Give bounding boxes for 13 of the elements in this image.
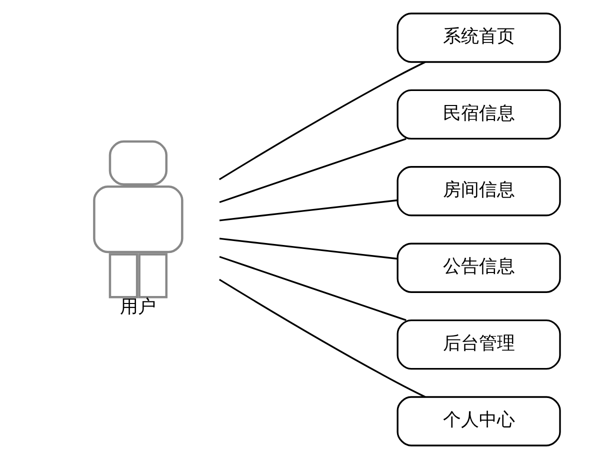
node-box: 个人中心 [396,396,560,446]
connector [218,198,398,221]
connector [218,60,426,180]
connector [218,137,406,203]
connector [218,255,406,321]
node-box: 后台管理 [396,318,560,370]
node-box: 系统首页 [396,12,560,62]
node-box: 民宿信息 [396,88,560,140]
connector [218,278,426,398]
node-box: 公告信息 [396,242,560,292]
node-label: 用户 [120,296,156,318]
node-box: 房间信息 [396,166,560,216]
connector [218,237,398,260]
